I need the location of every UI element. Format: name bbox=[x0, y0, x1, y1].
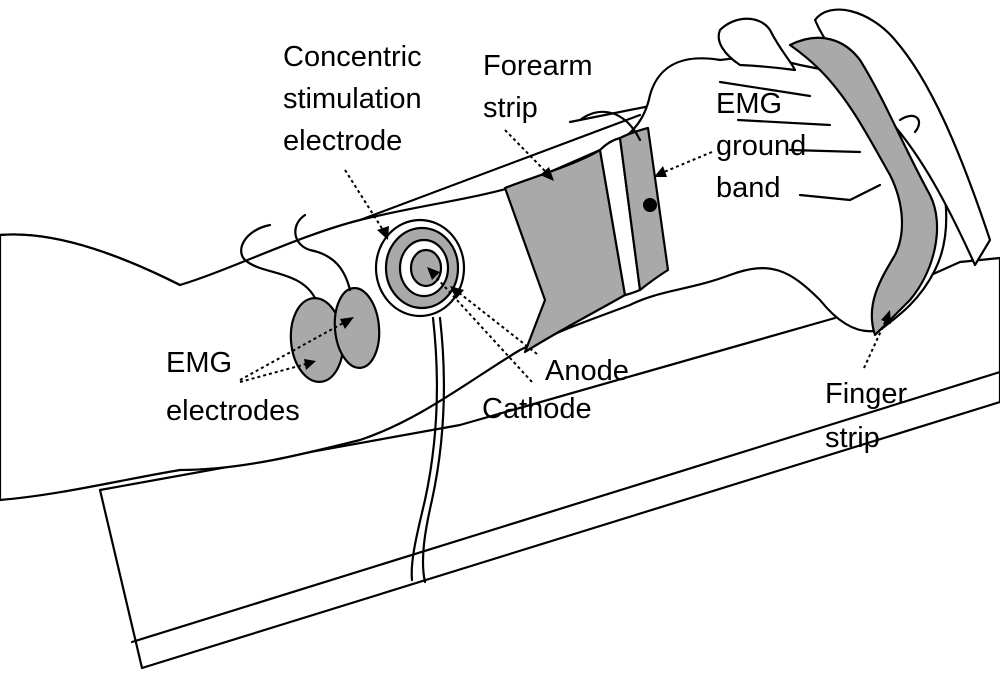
pointer-arrows bbox=[239, 129, 891, 383]
ground-band-electrode-dot bbox=[643, 198, 657, 212]
cathode-center bbox=[409, 248, 443, 288]
arrow-emg-electrode-1 bbox=[239, 321, 346, 381]
label-cathode: Cathode bbox=[482, 393, 592, 425]
label-emg-electrodes: EMG electrodes bbox=[166, 347, 300, 427]
arm-board bbox=[98, 103, 1000, 670]
emg-ground-band bbox=[578, 110, 670, 292]
concentric-stimulation-electrode bbox=[374, 218, 466, 584]
arrow-finger-strip bbox=[863, 319, 887, 369]
arrow-anode bbox=[457, 291, 538, 355]
labels: Concentric stimulation electrode Forearm… bbox=[166, 41, 915, 454]
label-anode: Anode bbox=[545, 355, 629, 387]
arrow-ground-band bbox=[663, 151, 713, 173]
arrow-cathode bbox=[433, 274, 533, 383]
label-emg-ground-band: EMG ground band bbox=[716, 88, 814, 204]
emg-electrode-right bbox=[333, 287, 381, 369]
forearm-strip bbox=[503, 136, 642, 354]
emg-electrodes bbox=[240, 213, 381, 384]
label-finger-strip: Finger strip bbox=[825, 378, 915, 454]
arrow-forearm-strip bbox=[504, 129, 547, 173]
label-forearm-strip: Forearm strip bbox=[483, 50, 601, 124]
finger-strip bbox=[788, 36, 939, 337]
label-concentric-electrode: Concentric stimulation electrode bbox=[283, 41, 430, 157]
